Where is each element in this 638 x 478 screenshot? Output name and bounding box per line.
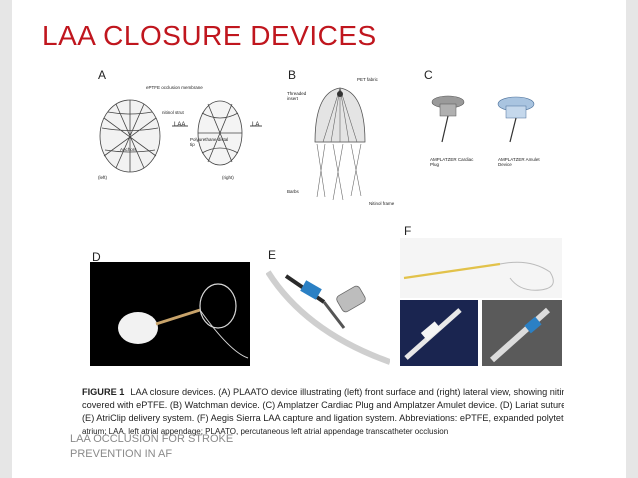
caption-figure-label: FIGURE 1 xyxy=(82,387,125,397)
label-right: (right) xyxy=(222,175,234,180)
panel-e-atriclip xyxy=(266,262,390,366)
label-barbs: Barbs xyxy=(287,189,299,194)
aegis-handle-right xyxy=(490,307,550,363)
footer-line-1: LAA OCCLUSION FOR STROKE xyxy=(70,433,234,445)
panel-b-watchman: PET fabric Threaded insert Barbs Nitinol… xyxy=(285,72,395,212)
label-plug: AMPLATZER Cardiac Plug xyxy=(430,157,474,167)
label-membrane: ePTFE occlusion membrane xyxy=(146,85,203,90)
atriclip-illustration xyxy=(266,270,390,365)
label-frame: Nitinol frame xyxy=(369,201,395,206)
label-tip: Polyurethane distal tip xyxy=(190,137,229,147)
amplatzer-illustration xyxy=(431,95,535,143)
label-la: LA xyxy=(252,122,260,128)
panel-c-letter: C xyxy=(424,68,433,82)
plaato-illustration xyxy=(99,99,262,173)
label-amulet: AMPLATZER Amulet Device xyxy=(498,157,540,167)
lariat-illustration xyxy=(118,283,249,359)
left-decor-bar xyxy=(0,0,12,478)
panel-f-letter: F xyxy=(404,224,412,238)
watchman-illustration xyxy=(314,87,366,201)
aegis-wire-illustration xyxy=(403,261,554,291)
panel-f-aegis-top xyxy=(400,238,562,298)
panel-c-amplatzer: AMPLATZER Cardiac Plug AMPLATZER Amulet … xyxy=(420,82,560,182)
caption-line-1: FIGURE 1 LAA closure devices. (A) PLAATO … xyxy=(82,386,564,399)
caption-line-3: (E) AtriClip delivery system. (F) Aegis … xyxy=(82,413,564,423)
panel-b-letter: B xyxy=(288,68,297,82)
figure-caption: FIGURE 1 LAA closure devices. (A) PLAATO … xyxy=(82,386,564,438)
label-left: (left) xyxy=(98,175,107,180)
aegis-handle-left xyxy=(404,308,462,360)
panel-d-lariat xyxy=(90,262,250,366)
panel-a-plaato: ePTFE occlusion membrane nitinol strut L… xyxy=(90,78,270,188)
caption-text-1: LAA closure devices. (A) PLAATO device i… xyxy=(130,387,564,397)
panel-e-letter: E xyxy=(268,248,277,262)
right-decor-bar xyxy=(626,0,638,478)
panel-d-letter: D xyxy=(92,250,101,264)
label-insert: Threaded insert xyxy=(287,91,307,101)
caption-line-4: atrium; LAA, left atrial appendage; PLAA… xyxy=(82,427,449,436)
slide-footer: LAA OCCLUSION FOR STROKE PREVENTION IN A… xyxy=(70,432,233,462)
panel-f-aegis-right xyxy=(482,300,562,366)
label-strut: nitinol strut xyxy=(162,110,184,115)
label-fabric: PET fabric xyxy=(357,77,378,82)
slide-title: LAA CLOSURE DEVICES xyxy=(42,20,377,51)
label-laa: LAA xyxy=(174,122,186,128)
caption-line-2: covered with ePTFE. (B) Watchman device.… xyxy=(82,400,564,410)
label-anchors: Anchors xyxy=(120,147,137,152)
footer-line-2: PREVENTION IN AF xyxy=(70,448,173,460)
panel-f-aegis-left xyxy=(400,300,478,366)
panel-a-letter: A xyxy=(98,68,107,82)
